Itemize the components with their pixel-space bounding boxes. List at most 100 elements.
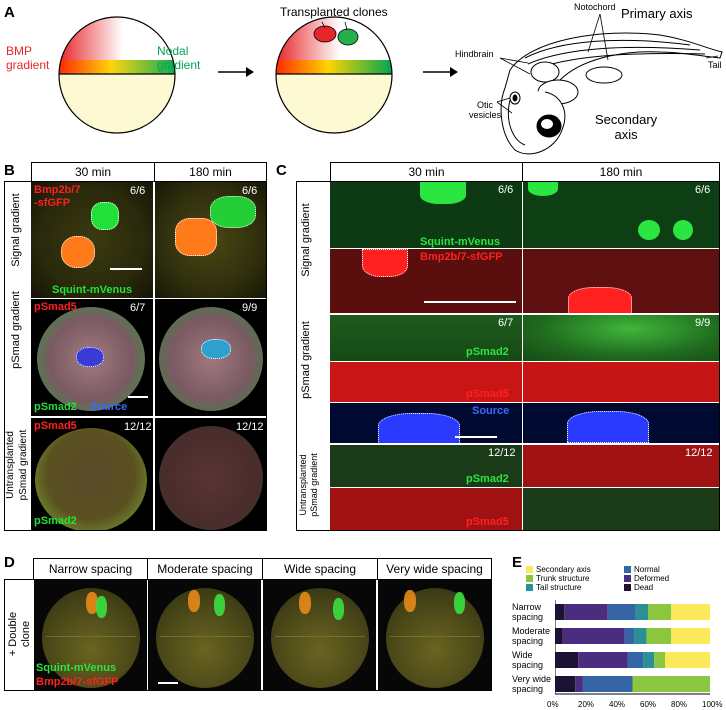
c-row-untransplanted: Untransplanted pSmad gradient bbox=[298, 453, 319, 517]
c-count-3: 6/7 bbox=[498, 317, 514, 329]
bmp-gradient-label: BMP gradient bbox=[6, 44, 50, 72]
b-row-untransplanted: Untransplanted pSmad gradient bbox=[5, 429, 29, 501]
b-row-signal-gradient: Signal gradient bbox=[10, 193, 22, 267]
e-legend-swatch bbox=[624, 575, 631, 582]
panel-letter-c: C bbox=[276, 162, 287, 179]
tail-label: Tail bbox=[708, 60, 722, 70]
d-embryo-image bbox=[148, 580, 261, 690]
c-red2-180min-image bbox=[523, 362, 719, 402]
b-count-3: 6/7 bbox=[130, 302, 146, 314]
e-bar-segment bbox=[648, 604, 672, 620]
c-green1-180min-image bbox=[523, 182, 719, 248]
e-bar-segment bbox=[671, 604, 710, 620]
b-psmad5-label: pSmad5 bbox=[34, 301, 77, 313]
c-row-psmad-gradient: pSmad gradient bbox=[300, 321, 312, 399]
e-bar-segment bbox=[627, 652, 644, 668]
c-count-4: 9/9 bbox=[695, 317, 711, 329]
e-x-tick-label: 0% bbox=[547, 700, 559, 709]
b-row-psmad-gradient: pSmad gradient bbox=[10, 291, 22, 369]
e-bar-segment bbox=[634, 628, 647, 644]
e-bar-segment bbox=[582, 676, 633, 692]
d-header-moderate: Moderate spacing bbox=[147, 558, 263, 580]
c-untrans-red-180min bbox=[523, 445, 719, 487]
e-bar-segment bbox=[578, 652, 628, 668]
b-psmad-30min-image bbox=[31, 299, 153, 416]
c-row-signal-gradient: Signal gradient bbox=[300, 203, 312, 277]
d-embryo-image bbox=[378, 580, 491, 690]
b-scalebar-1 bbox=[110, 268, 142, 270]
c-untrans-green-30min bbox=[330, 445, 522, 487]
d-scalebar bbox=[158, 682, 178, 684]
e-bar-segment bbox=[555, 652, 579, 668]
e-bar-segment bbox=[632, 676, 710, 692]
c-blue-30min-image bbox=[330, 403, 522, 443]
c-source-label: Source bbox=[472, 405, 510, 417]
b-untrans-30min-image bbox=[31, 418, 153, 530]
e-x-tick-label: 80% bbox=[671, 700, 688, 709]
b-psmad-180min-image bbox=[155, 299, 266, 416]
d-embryo-image bbox=[34, 580, 147, 690]
b-count-2: 6/6 bbox=[242, 185, 258, 197]
d-header-wide: Wide spacing bbox=[262, 558, 378, 580]
c-red1-180min-image bbox=[523, 249, 719, 313]
e-category-label: Very wide spacing bbox=[512, 674, 552, 694]
e-legend-swatch bbox=[526, 584, 533, 591]
e-stacked-bar-chart bbox=[555, 600, 710, 695]
e-legend-label: Dead bbox=[634, 583, 654, 592]
c-untrans-psmad2-label: pSmad2 bbox=[466, 473, 509, 485]
c-bmp-label: Bmp2b/7-sfGFP bbox=[420, 251, 503, 263]
b-psmad2-label: pSmad2 bbox=[34, 401, 77, 413]
e-bar-segment bbox=[607, 604, 636, 620]
panel-letter-a: A bbox=[4, 4, 15, 21]
e-bar-segment bbox=[555, 604, 565, 620]
e-legend-label: Secondary axis bbox=[536, 565, 591, 574]
e-bar-segment bbox=[555, 676, 576, 692]
d-header-very-wide: Very wide spacing bbox=[377, 558, 492, 580]
e-bar-segment bbox=[635, 604, 648, 620]
b-untrans-180min-image bbox=[155, 418, 266, 530]
c-blue-180min-image bbox=[523, 403, 719, 443]
b-count-6: 12/12 bbox=[236, 421, 264, 433]
e-category-label: Moderate spacing bbox=[512, 626, 551, 646]
b-signal-30min-image bbox=[31, 182, 153, 298]
e-legend-swatch bbox=[526, 575, 533, 582]
b-signal-180min-image bbox=[155, 182, 266, 298]
panel-letter-e: E bbox=[512, 554, 523, 571]
clone-green bbox=[337, 28, 359, 46]
c-count-2: 6/6 bbox=[695, 184, 711, 196]
b-scalebar-2 bbox=[128, 396, 148, 398]
e-bar-segment bbox=[646, 628, 672, 644]
e-x-tick-label: 60% bbox=[640, 700, 657, 709]
transplanted-clones-label: Transplanted clones bbox=[280, 5, 388, 19]
e-category-label: Wide spacing bbox=[512, 650, 544, 670]
panel-letter-d: D bbox=[4, 554, 15, 571]
c-psmad2-label: pSmad2 bbox=[466, 346, 509, 358]
d-row-double-clone: + Double clone bbox=[7, 611, 32, 657]
c-squint-label: Squint-mVenus bbox=[420, 236, 501, 248]
c-scalebar-1 bbox=[424, 301, 516, 303]
e-bar-segment bbox=[555, 628, 563, 644]
e-bar-segment bbox=[564, 604, 608, 620]
clone-red bbox=[313, 25, 337, 43]
c-psmad5-label: pSmad5 bbox=[466, 388, 509, 400]
c-green2-30min-image bbox=[330, 315, 522, 361]
b-header-30min: 30 min bbox=[31, 162, 155, 182]
c-green1-30min-image bbox=[330, 182, 522, 248]
c-untrans-psmad5-label: pSmad5 bbox=[466, 516, 509, 528]
secondary-axis-label: Secondary axis bbox=[595, 112, 658, 142]
b-count-5: 12/12 bbox=[124, 421, 152, 433]
e-legend-swatch bbox=[624, 566, 631, 573]
e-bar-segment bbox=[665, 652, 710, 668]
panel-letter-b: B bbox=[4, 162, 15, 179]
c-red2-30min-image bbox=[330, 362, 522, 402]
b-count-4: 9/9 bbox=[242, 302, 258, 314]
b-count-1: 6/6 bbox=[130, 185, 146, 197]
e-x-tick-label: 20% bbox=[578, 700, 595, 709]
nodal-gradient-label: Nodal gradient bbox=[157, 44, 201, 72]
c-untrans-red-30min bbox=[330, 488, 522, 530]
c-count-5: 12/12 bbox=[488, 447, 516, 459]
e-bar-segment bbox=[624, 628, 635, 644]
notochord-label: Notochord bbox=[574, 2, 616, 12]
e-bar-segment bbox=[654, 652, 666, 668]
e-legend-swatch bbox=[526, 566, 533, 573]
